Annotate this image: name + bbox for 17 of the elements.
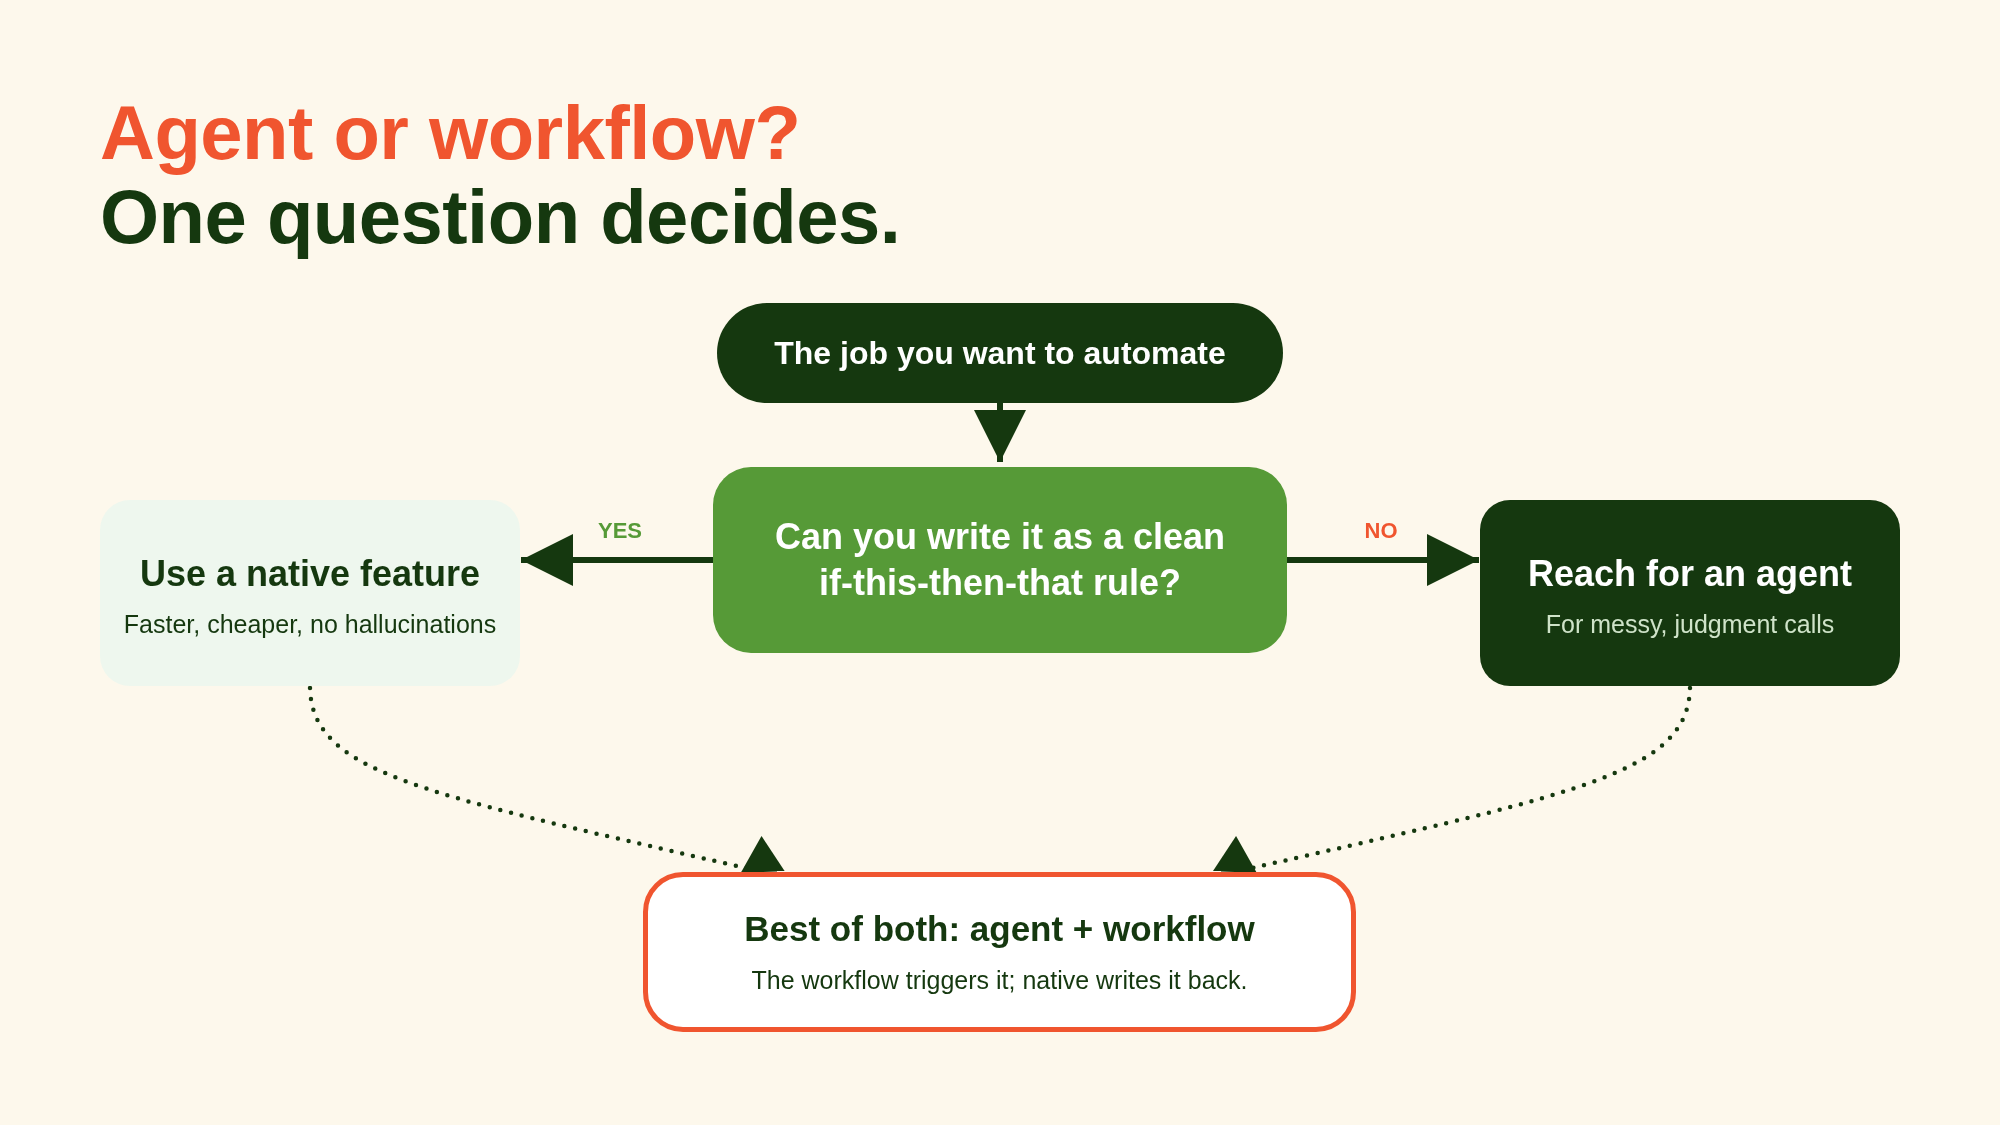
node-heading: Best of both: agent + workflow (744, 909, 1255, 949)
arrow (974, 403, 1026, 462)
node-description: The workflow triggers it; native writes it back. (751, 965, 1248, 995)
result-box (643, 872, 1356, 1032)
node-heading: Can you write it as a clean if-this-then-that rule? (773, 515, 1227, 605)
decision-box (713, 467, 1287, 653)
node-description: For messy, judgment calls (1545, 609, 1835, 639)
node-heading: Reach for an agent (1527, 553, 1853, 595)
arrow (1287, 534, 1479, 586)
node-description: Faster, cheaper, no hallucinations (123, 609, 497, 639)
node-heading: The job you want to automate (774, 334, 1226, 372)
outcome-box (100, 500, 520, 686)
title: Agent or workflow? (100, 91, 801, 175)
outcome-box (1480, 500, 1900, 686)
subtitle: One question decides. (100, 175, 901, 259)
arrow (521, 534, 713, 586)
node-heading: Use a native feature (139, 553, 481, 595)
